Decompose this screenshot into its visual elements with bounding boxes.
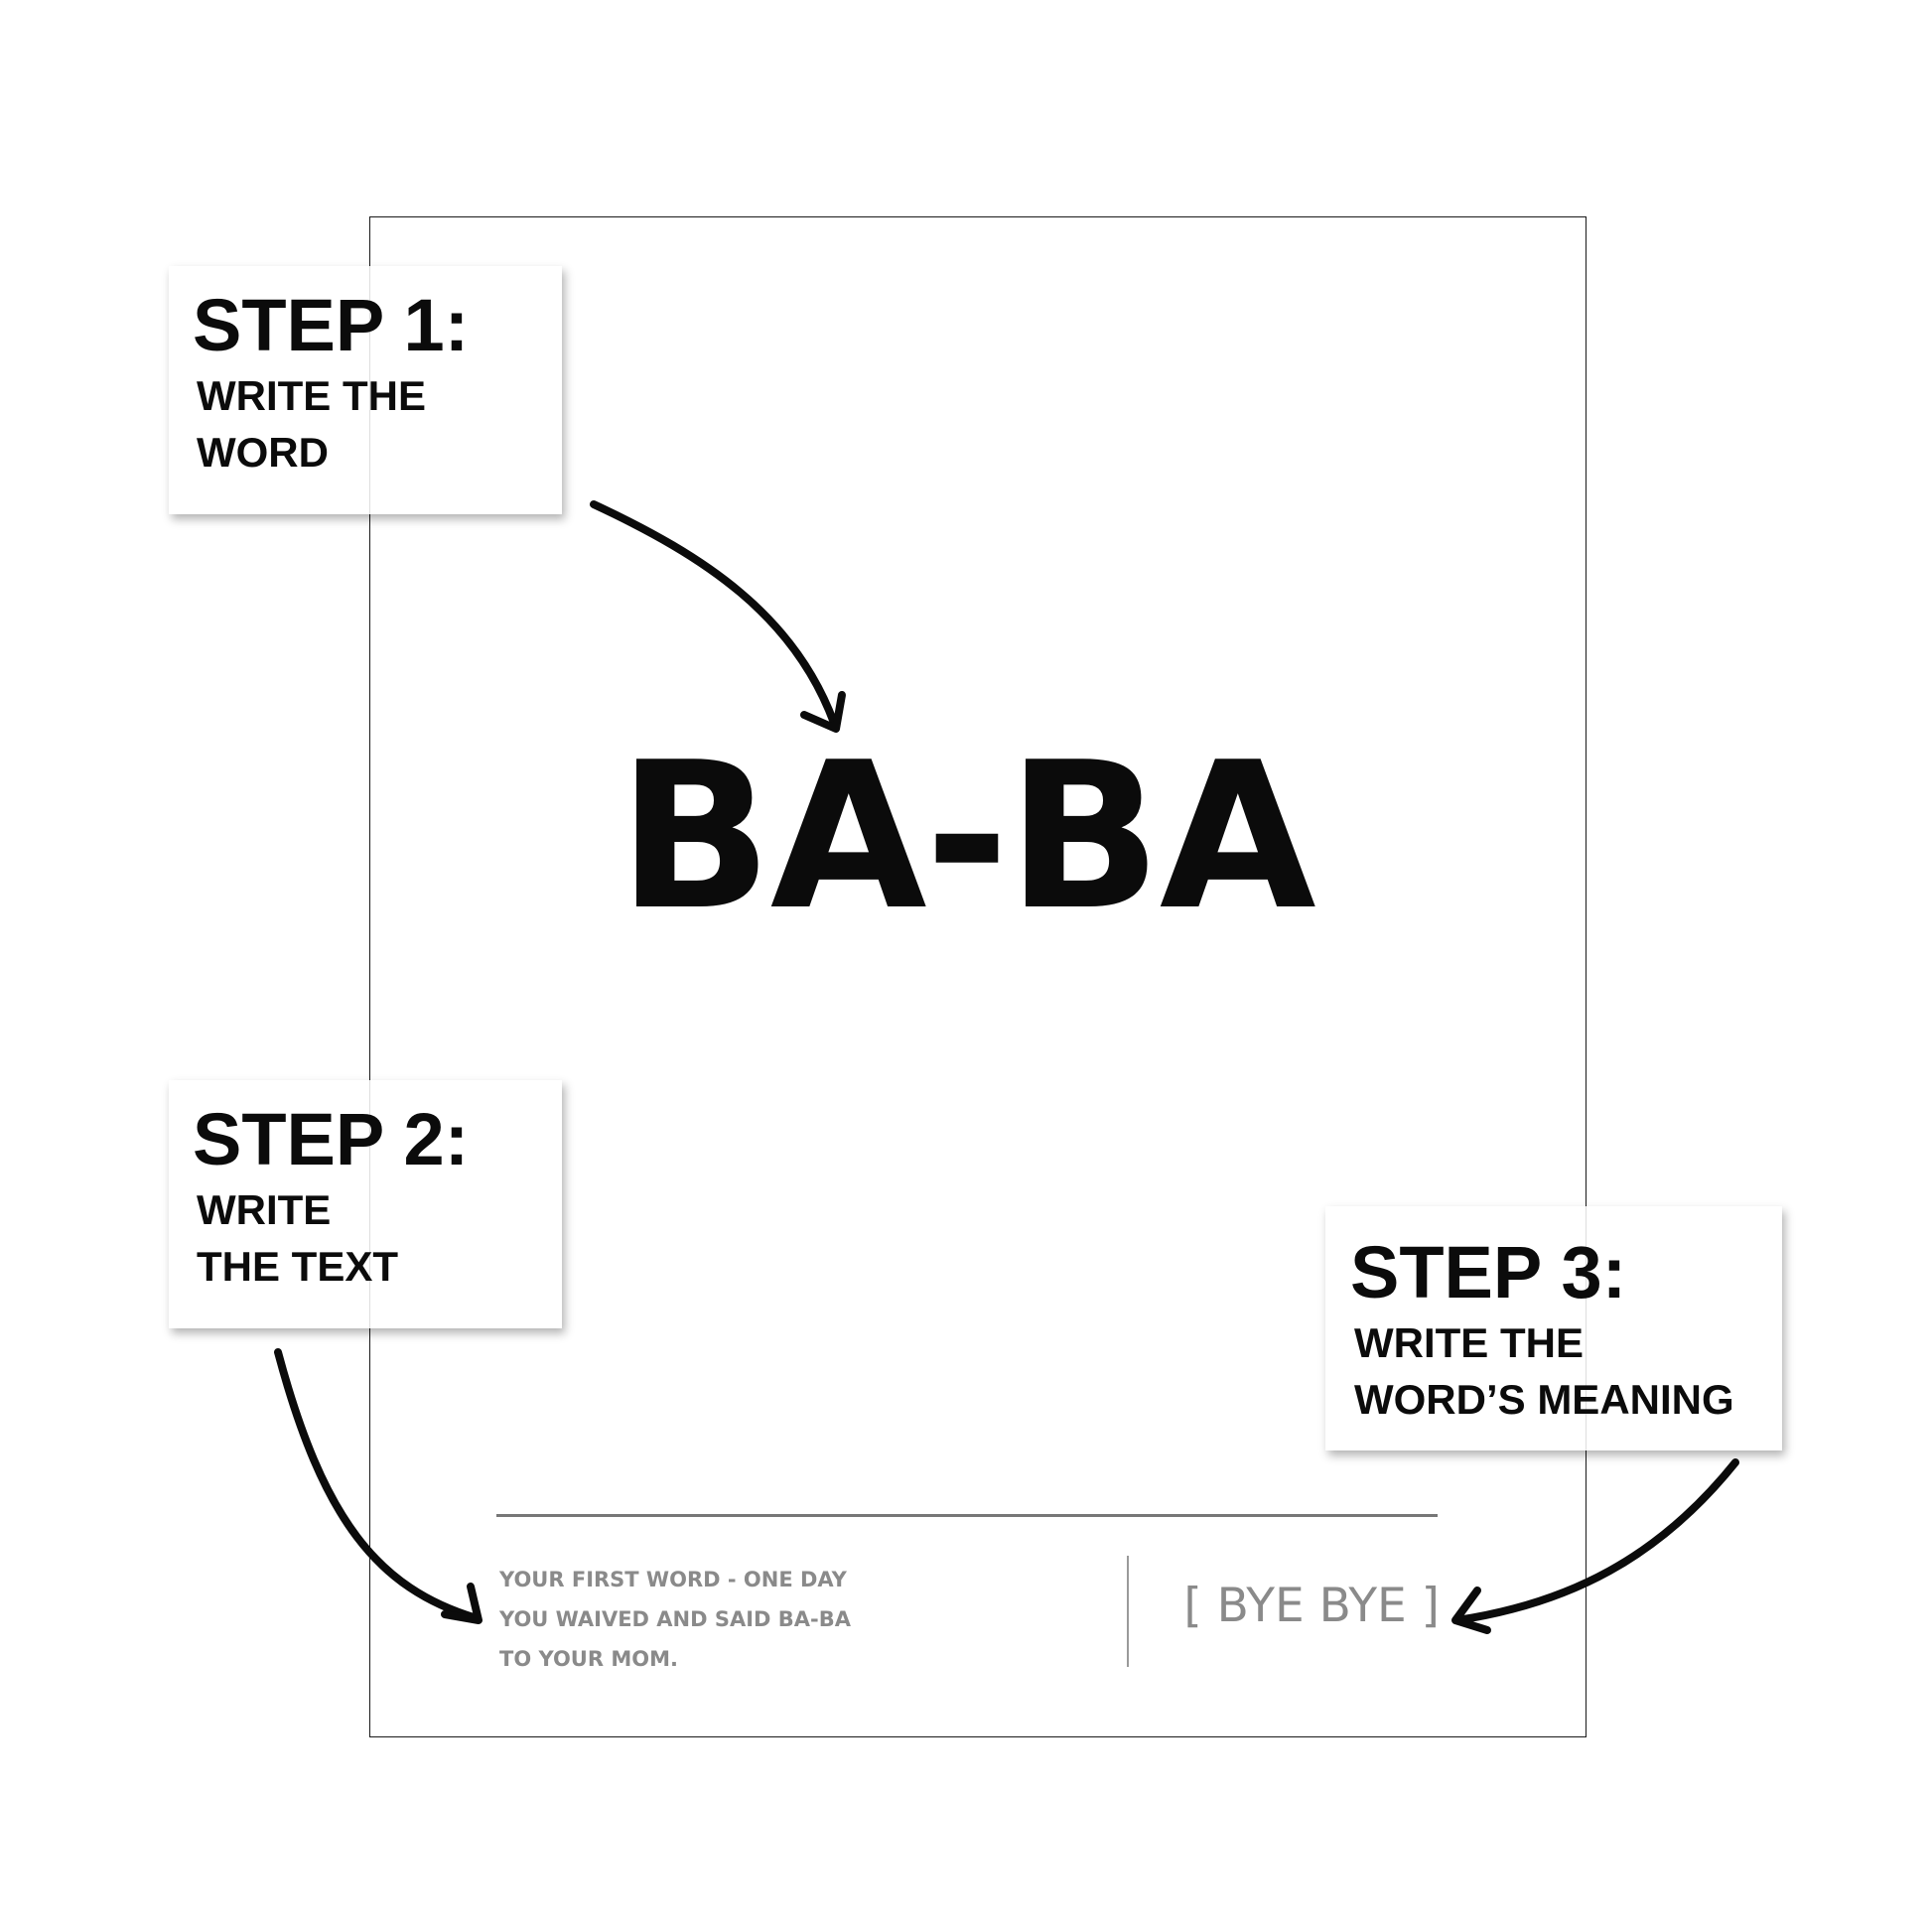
step-2-line: THE TEXT [197,1243,399,1290]
step-3-line: WRITE THE [1354,1319,1584,1366]
step-1-line: WORD [197,429,329,476]
step-1-line: WRITE THE [197,372,426,419]
poster-word: BA-BA [618,720,1315,955]
poster-text: YOUR FIRST WORD - ONE DAY YOU WAIVED AND… [499,1560,996,1679]
step-3-title: STEP 3: [1350,1231,1627,1313]
step-3-line: WORD’S MEANING [1354,1376,1734,1423]
footer-rule [496,1514,1438,1517]
poster-text-line: YOUR FIRST WORD - ONE DAY [499,1568,847,1591]
step-2-line: WRITE [197,1186,332,1233]
poster-text-line: YOU WAIVED AND SAID BA-BA [499,1607,852,1631]
step-2-card: STEP 2: WRITE THE TEXT [169,1080,562,1328]
step-3-card: STEP 3: WRITE THE WORD’S MEANING [1325,1206,1782,1450]
step-2-title: STEP 2: [193,1098,470,1180]
poster-meaning: [ BYE BYE ] [1183,1579,1440,1633]
step-1-card: STEP 1: WRITE THE WORD [169,266,562,514]
footer-divider [1127,1556,1129,1667]
poster-text-line: TO YOUR MOM. [499,1647,678,1671]
step-1-title: STEP 1: [193,284,470,366]
poster-frame [369,216,1587,1737]
